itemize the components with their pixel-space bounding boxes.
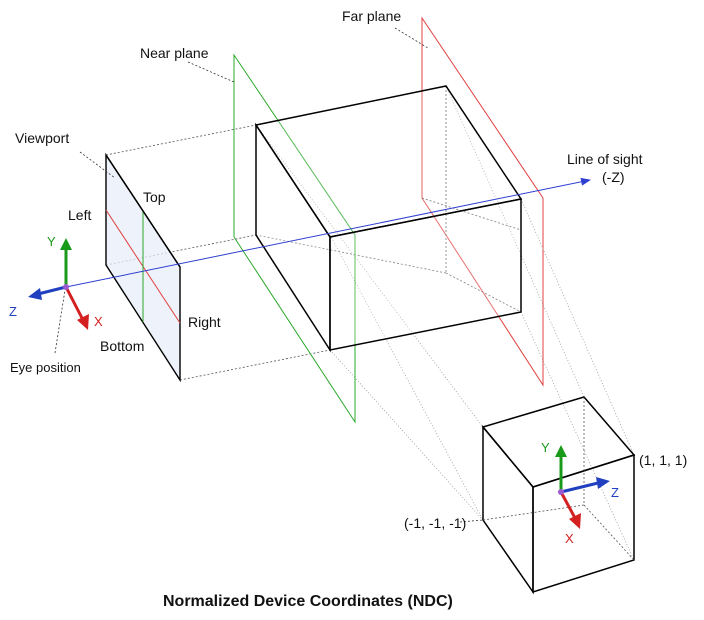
eye-z-axis-label: Z — [9, 304, 17, 319]
line-of-sight-label: Line of sight — [567, 151, 643, 167]
eye-x-axis-label: X — [94, 314, 103, 329]
eye-y-axis-label: Y — [47, 234, 56, 249]
ndc-x-axis-label: X — [565, 531, 574, 546]
ndc-z-axis-label: Z — [611, 485, 619, 500]
near-plane-label: Near plane — [140, 45, 209, 61]
far-plane-label: Far plane — [342, 8, 401, 24]
ndc-cube — [481, 396, 636, 595]
eye-axes — [28, 238, 89, 330]
ndc-max-label: (1, 1, 1) — [639, 452, 687, 468]
line-of-sight-arrow — [65, 177, 591, 288]
eye-point — [63, 284, 69, 290]
bottom-label: Bottom — [100, 338, 144, 354]
viewport-fade-top — [105, 154, 181, 268]
near-plane — [233, 53, 356, 424]
ndc-axes — [555, 445, 610, 529]
projection-lines — [255, 85, 635, 561]
top-label: Top — [143, 189, 166, 205]
viewport-label: Viewport — [15, 130, 69, 146]
ndc-min-label: (-1, -1, -1) — [404, 515, 466, 531]
right-label: Right — [188, 314, 221, 330]
far-plane — [421, 16, 544, 387]
eye-position-label: Eye position — [10, 360, 81, 375]
frustum-box — [254, 85, 523, 353]
line-of-sight-axis-label: (-Z) — [602, 169, 625, 185]
leader-lines — [54, 27, 484, 523]
left-label: Left — [68, 207, 91, 223]
ndc-y-axis-label: Y — [541, 440, 550, 455]
ndc-title: Normalized Device Coordinates (NDC) — [163, 593, 453, 610]
